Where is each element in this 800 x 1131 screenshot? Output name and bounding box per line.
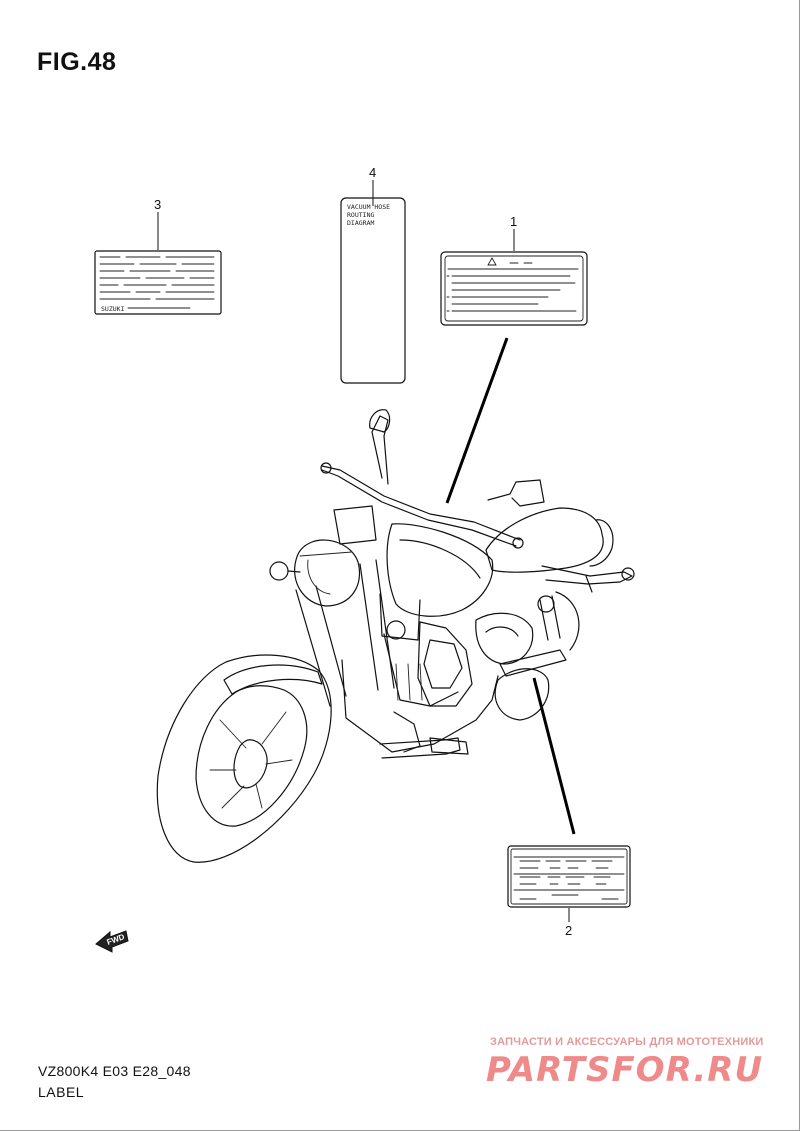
label-3-brand: SUZUKI <box>101 305 125 313</box>
label-4-line-3: DIAGRAM <box>347 219 374 227</box>
label-4-line-2: ROUTING <box>347 211 374 219</box>
warning-triangle-icon <box>487 257 497 266</box>
watermark-tagline: ЗАПЧАСТИ И АКСЕССУАРЫ ДЛЯ МОТОТЕХНИКИ <box>490 1036 764 1048</box>
fwd-arrow-icon: FWD <box>95 930 129 953</box>
leader-2-pointer <box>532 677 576 835</box>
watermark-logo: PARTSFOR.RU <box>486 1050 764 1090</box>
callout-2: 2 <box>565 923 572 938</box>
motorcycle-outline <box>156 409 635 863</box>
callout-1: 1 <box>510 214 517 229</box>
leader-1-pointer <box>445 337 509 504</box>
label-4-sticker[interactable]: VACUUM HOSE ROUTING DIAGRAM <box>340 197 406 384</box>
footer-section-label: LABEL <box>38 1084 85 1100</box>
label-1-sticker[interactable] <box>440 251 588 326</box>
label-4-line-1: VACUUM HOSE <box>347 203 390 211</box>
footer-model-code: VZ800K4 E03 E28_048 <box>38 1063 191 1079</box>
label-3-sticker[interactable]: SUZUKI <box>94 250 222 315</box>
callout-4: 4 <box>369 165 376 180</box>
figure-title: FIG.48 <box>37 48 117 76</box>
callout-3: 3 <box>154 197 161 212</box>
label-2-sticker[interactable] <box>507 845 631 908</box>
